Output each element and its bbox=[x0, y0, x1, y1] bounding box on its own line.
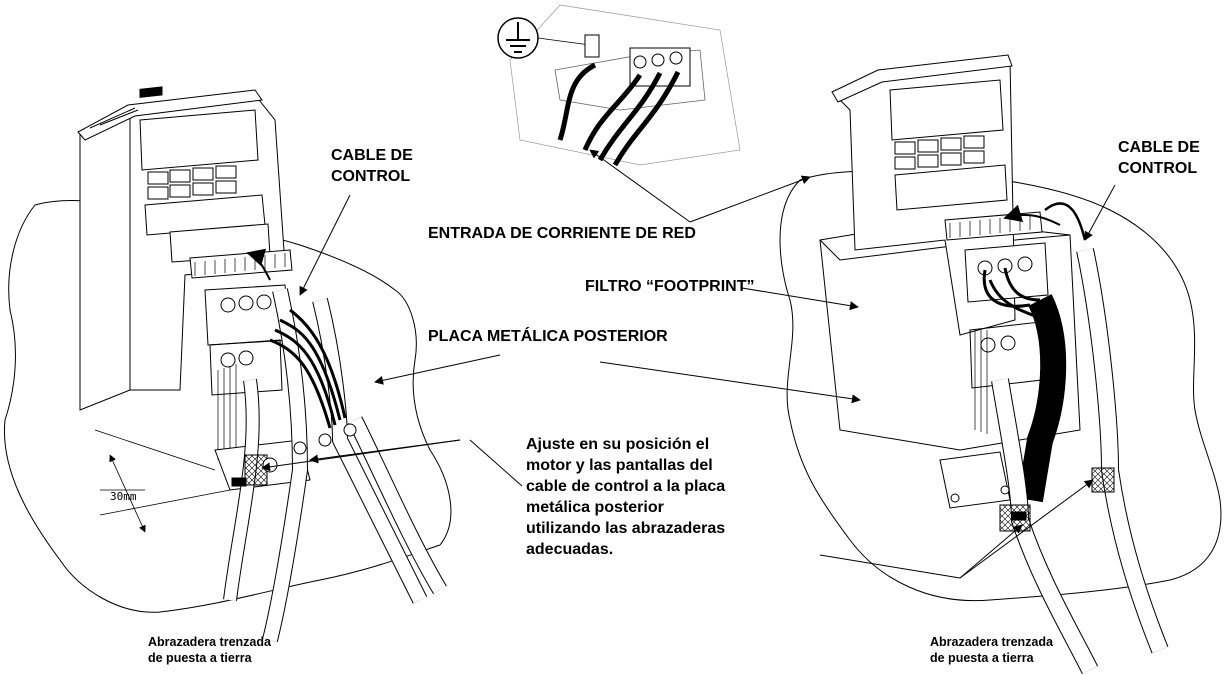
instruction-line-2: motor y las pantallas del bbox=[526, 457, 713, 474]
clamp-left-line1: Abrazadera trenzada bbox=[148, 635, 271, 649]
instruction-line-3: cable de control a la placa bbox=[526, 478, 726, 495]
control-cable-label-right: CABLE DE CONTROL bbox=[1118, 137, 1200, 179]
control-cable-left-line2: CONTROL bbox=[331, 168, 411, 185]
clamp-label-left: Abrazadera trenzada de puesta a tierra bbox=[148, 634, 271, 666]
control-cable-label-left: CABLE DE CONTROL bbox=[331, 145, 413, 187]
right-assembly bbox=[779, 54, 1222, 675]
instruction-line-1: Ajuste en su posición el bbox=[526, 436, 710, 453]
ground-detail bbox=[497, 4, 741, 167]
back-plate-label: PLACA METÁLICA POSTERIOR bbox=[428, 328, 668, 345]
clamp-right-line1: Abrazadera trenzada bbox=[930, 635, 1053, 649]
control-cable-left-line1: CABLE DE bbox=[331, 147, 413, 164]
instruction-line-5: utilizando las abrazaderas bbox=[526, 520, 726, 537]
mains-input-label: ENTRADA DE CORRIENTE DE RED bbox=[428, 225, 696, 242]
clamp-label-right: Abrazadera trenzada de puesta a tierra bbox=[930, 634, 1053, 666]
control-cable-right-line2: CONTROL bbox=[1118, 160, 1198, 177]
footprint-filter-label: FILTRO “FOOTPRINT” bbox=[585, 278, 755, 295]
instruction-line-6: adecuadas. bbox=[526, 541, 614, 558]
control-cable-right-line1: CABLE DE bbox=[1118, 139, 1200, 156]
dimension-label: 30mm bbox=[110, 490, 137, 503]
clamp-right-line2: de puesta a tierra bbox=[930, 651, 1034, 665]
instruction-text: Ajuste en su posición el motor y las pan… bbox=[526, 434, 725, 560]
left-assembly bbox=[3, 86, 452, 642]
clamp-left-line2: de puesta a tierra bbox=[148, 651, 252, 665]
instruction-line-4: metálica posterior bbox=[526, 499, 664, 516]
leader-lines bbox=[246, 149, 1116, 579]
